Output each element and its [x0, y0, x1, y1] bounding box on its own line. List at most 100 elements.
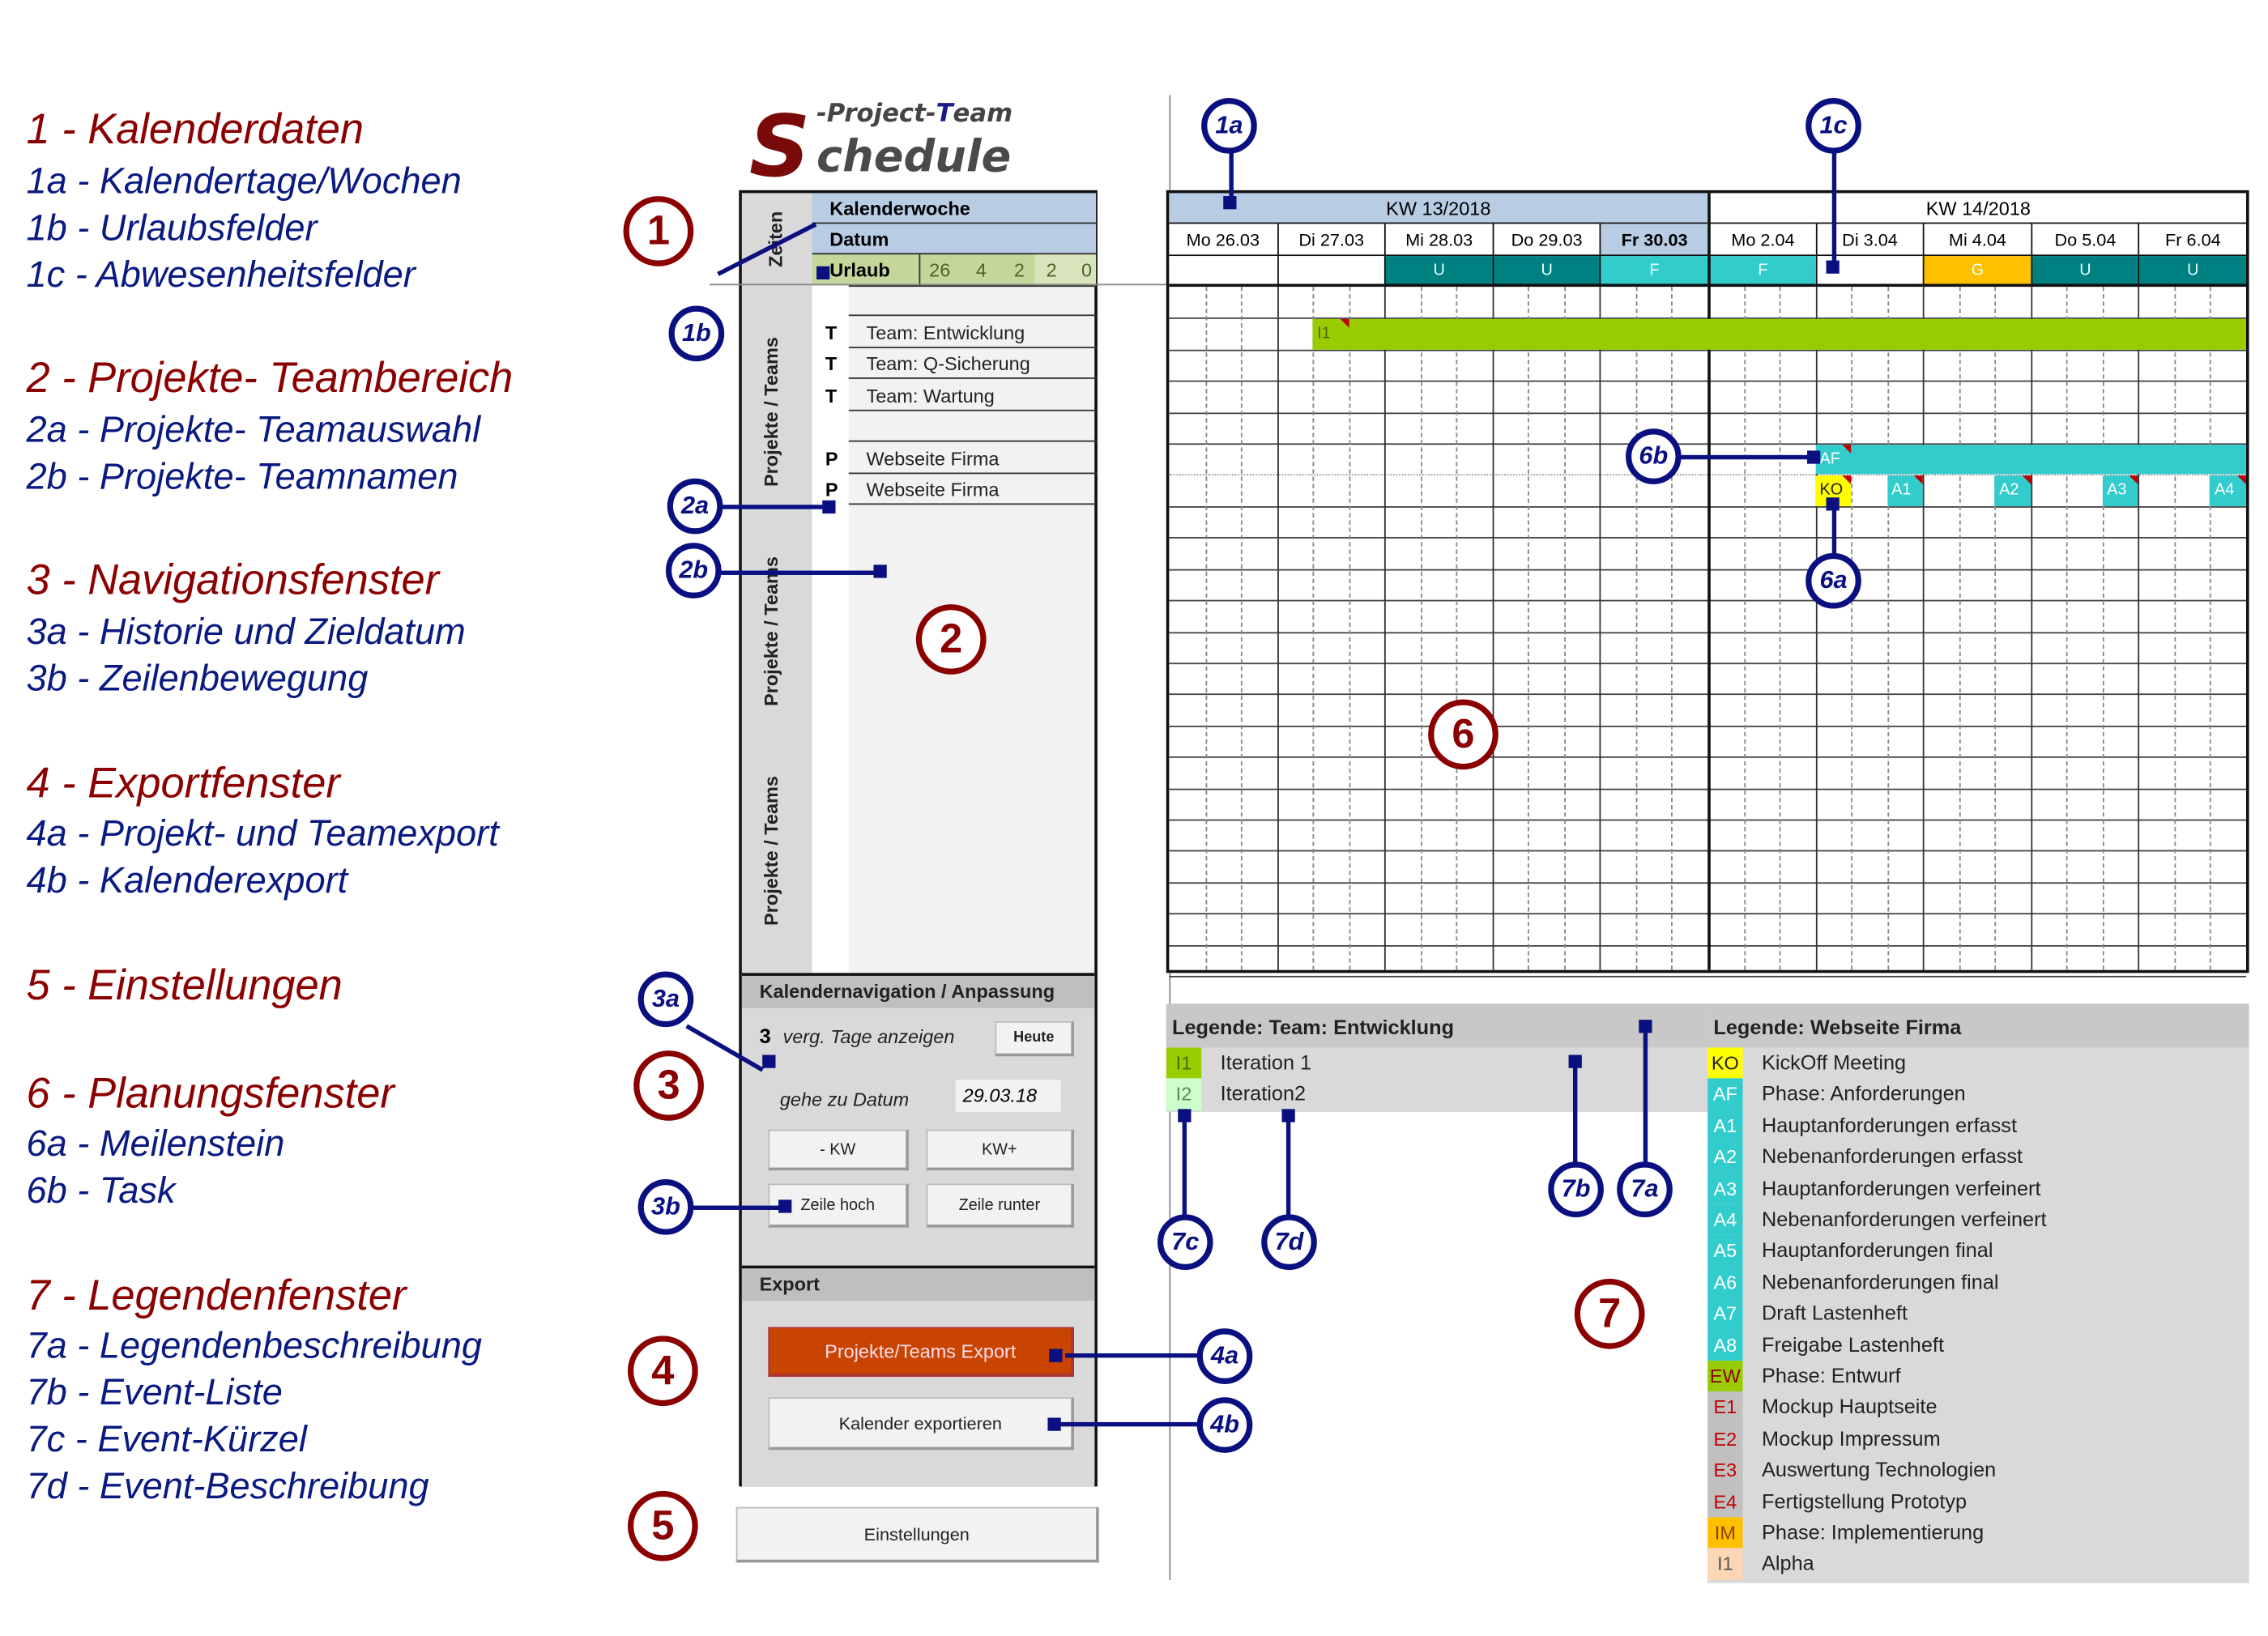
row-up-button[interactable]: Zeile hoch — [768, 1183, 909, 1228]
project-team-row — [848, 411, 1098, 442]
day-header: Di 3.04 — [1815, 224, 1924, 257]
project-team-row[interactable]: Team: Wartung — [848, 380, 1098, 411]
past-days-input[interactable]: 3 — [759, 1024, 771, 1048]
legend-description: Phase: Anforderungen — [1762, 1081, 1966, 1106]
event-code: A3 — [2107, 482, 2127, 500]
project-team-row — [848, 285, 1098, 317]
grid-row-line — [1169, 693, 2246, 696]
calendar-export-button[interactable]: Kalender exportieren — [768, 1397, 1074, 1451]
grid-row-line — [1169, 411, 2246, 414]
absence-cell[interactable]: U — [2138, 256, 2246, 288]
absence-cell[interactable]: G — [1923, 256, 2031, 288]
callout-line — [1285, 1113, 1291, 1221]
project-team-row[interactable]: Webseite Firma — [848, 442, 1098, 474]
event-bar-af[interactable]: AF — [1815, 445, 2246, 475]
legend-item: 6a - Meilenstein — [26, 1123, 285, 1165]
urlaub-row: Urlaub 26 4 2 2 0 — [812, 254, 1097, 288]
event-bar-a2[interactable]: A2 — [1994, 475, 2031, 506]
logo-bottom: chedule — [816, 131, 1012, 183]
absence-cell[interactable]: U — [1384, 256, 1493, 288]
absence-cell[interactable]: U — [2031, 256, 2139, 288]
row-down-button[interactable]: Zeile runter — [926, 1183, 1074, 1228]
absence-cell[interactable]: U — [1492, 256, 1601, 288]
callout-anchor — [822, 500, 836, 514]
legend-description: Phase: Implementierung — [1762, 1519, 1985, 1544]
event-bar-ko[interactable]: KO — [1815, 475, 1852, 506]
legend-code: KO — [1707, 1047, 1743, 1080]
grid-col-line — [1671, 287, 1673, 970]
event-bar-i1[interactable]: I1 — [1312, 319, 2246, 350]
project-teams-export-button[interactable]: Projekte/Teams Export — [768, 1327, 1074, 1377]
grid-row-line — [1169, 787, 2246, 790]
logo-top: -Project-Team — [816, 99, 1013, 129]
day-header: Mo 26.03 — [1169, 224, 1277, 257]
week-header: KW 14/2018 — [1707, 193, 2246, 224]
grid-col-line — [2174, 287, 2176, 970]
grid-row-line — [1169, 381, 2246, 382]
legend-description: Nebenanforderungen erfasst — [1762, 1144, 2023, 1168]
event-bar-a1[interactable]: A1 — [1886, 475, 1924, 506]
project-team-row[interactable]: Team: Q-Sicherung — [848, 348, 1098, 379]
prev-week-button[interactable]: - KW — [768, 1129, 909, 1171]
comment-flag — [1842, 475, 1852, 485]
event-code: A1 — [1891, 482, 1912, 500]
goto-date-input[interactable]: 29.03.18 — [955, 1080, 1061, 1112]
grid-col-line — [1528, 287, 1530, 970]
event-bar-a3[interactable]: A3 — [2102, 475, 2139, 506]
legend-item: 3a - Historie und Zieldatum — [26, 611, 466, 653]
event-code: I1 — [1317, 325, 1331, 343]
absence-cell[interactable]: F — [1707, 256, 1816, 288]
today-button[interactable]: Heute — [995, 1020, 1074, 1057]
grid-col-line — [1563, 287, 1566, 970]
grid-row-line — [1169, 756, 2246, 758]
absence-cell[interactable] — [1169, 256, 1277, 288]
event-code: A2 — [1999, 482, 2019, 500]
grid-col-line — [1348, 287, 1350, 970]
day-header: Di 27.03 — [1277, 224, 1385, 257]
legend-code: A5 — [1707, 1235, 1743, 1267]
callout-anchor — [1281, 1109, 1295, 1123]
callout-anchor — [816, 266, 830, 280]
grid-row-line — [1169, 349, 2246, 351]
project-legend-title: Legende: Webseite Firma — [1707, 1003, 2249, 1048]
grid-col-line — [1779, 287, 1781, 970]
project-team-row[interactable]: Webseite Firma — [848, 474, 1098, 505]
callout-line — [1053, 1421, 1203, 1427]
legend-code: A8 — [1707, 1329, 1743, 1361]
absence-cell[interactable]: F — [1600, 256, 1708, 288]
legend-description: Fertigstellung Prototyp — [1762, 1489, 1967, 1513]
callout-anchor — [1826, 260, 1840, 274]
callout-line — [1831, 500, 1837, 560]
row-type-marker: P — [825, 446, 838, 469]
legend-item: 7b - Event-Liste — [26, 1372, 283, 1414]
next-week-button[interactable]: KW+ — [926, 1129, 1074, 1171]
legend-description: Hauptanforderungen verfeinert — [1762, 1175, 2041, 1199]
sub-callout-4b: 4b — [1196, 1397, 1253, 1453]
callout-anchor — [762, 1054, 776, 1068]
section-callout-7: 7 — [1574, 1278, 1645, 1349]
callout-line — [1182, 1113, 1187, 1221]
grid-row-line — [1169, 944, 2246, 947]
project-team-row[interactable]: Team: Entwicklung — [848, 317, 1098, 348]
absence-cell[interactable] — [1277, 256, 1385, 288]
legend-item: 2b - Projekte- Teamnamen — [26, 456, 458, 498]
legend-code: E4 — [1707, 1485, 1743, 1518]
comment-flag — [1842, 445, 1852, 454]
settings-button[interactable]: Einstellungen — [735, 1506, 1099, 1563]
legend-item: 6b - Task — [26, 1170, 176, 1212]
sub-callout-7c: 7c — [1157, 1214, 1213, 1271]
sub-callout-6b: 6b — [1626, 428, 1682, 484]
legend-code: E1 — [1707, 1391, 1743, 1424]
callout-anchor — [1178, 1109, 1192, 1123]
legend-description: Freigabe Lastenheft — [1762, 1331, 1944, 1356]
legend-code: A3 — [1707, 1173, 1743, 1204]
event-bar-a4[interactable]: A4 — [2210, 475, 2246, 506]
legend-code: A6 — [1707, 1267, 1743, 1298]
